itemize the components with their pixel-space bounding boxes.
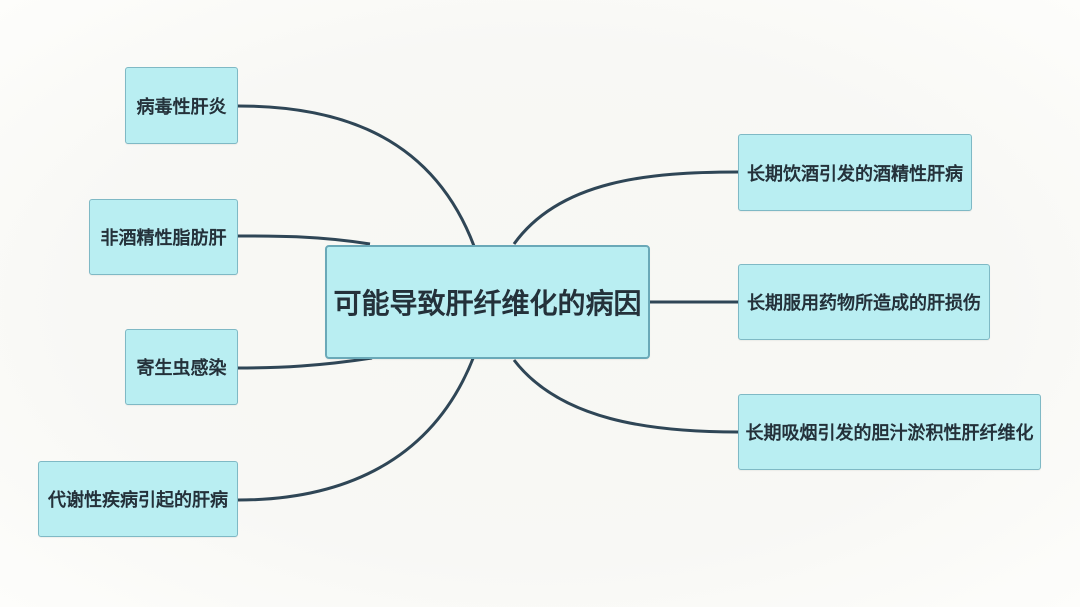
right-branch-3-label: 长期吸烟引发的胆汁淤积性肝纤维化 <box>745 423 1034 444</box>
right-branch-2-label: 长期服用药物所造成的肝损伤 <box>747 293 981 314</box>
left-branch-1: 病毒性肝炎 <box>125 67 238 144</box>
connector-left-4 <box>237 355 476 502</box>
connector-left-1 <box>237 104 476 247</box>
connector-right-1 <box>512 170 739 245</box>
connector-right-3 <box>512 359 739 434</box>
left-branch-3-label: 寄生虫感染 <box>136 358 227 379</box>
right-branch-3: 长期吸烟引发的胆汁淤积性肝纤维化 <box>738 394 1041 470</box>
right-branch-1-label: 长期饮酒引发的酒精性肝病 <box>747 163 963 185</box>
connector-left-2 <box>237 234 371 246</box>
left-branch-2-label: 非酒精性脂肪肝 <box>100 228 227 249</box>
left-branch-1-label: 病毒性肝炎 <box>136 96 227 118</box>
central-topic: 可能导致肝纤维化的病因 <box>325 245 650 359</box>
left-branch-2: 非酒精性脂肪肝 <box>89 199 238 275</box>
right-branch-1: 长期饮酒引发的酒精性肝病 <box>738 134 972 211</box>
connector-left-3 <box>237 356 373 370</box>
left-branch-4-label: 代谢性疾病引起的肝病 <box>48 490 228 511</box>
left-branch-3: 寄生虫感染 <box>125 329 238 405</box>
left-branch-4: 代谢性疾病引起的肝病 <box>38 461 238 537</box>
central-topic-label: 可能导致肝纤维化的病因 <box>333 287 642 320</box>
right-branch-2: 长期服用药物所造成的肝损伤 <box>738 264 990 340</box>
